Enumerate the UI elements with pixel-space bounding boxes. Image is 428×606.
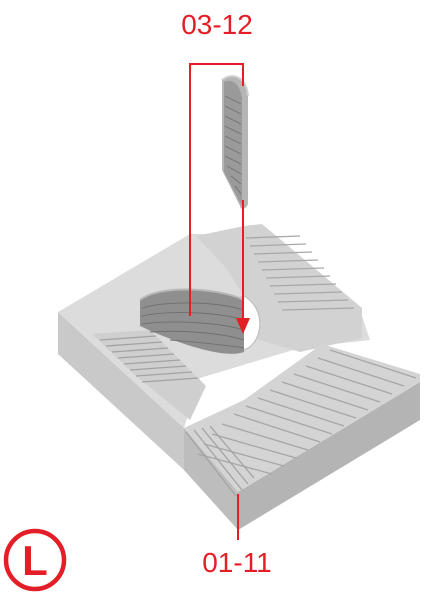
bottom-part-label: 01-11 — [202, 547, 272, 578]
wall-part — [222, 76, 248, 209]
base-part — [58, 224, 420, 530]
top-part-label: 03-12 — [181, 9, 253, 40]
side-badge-letter: L — [22, 537, 48, 584]
side-badge: L — [6, 531, 64, 589]
